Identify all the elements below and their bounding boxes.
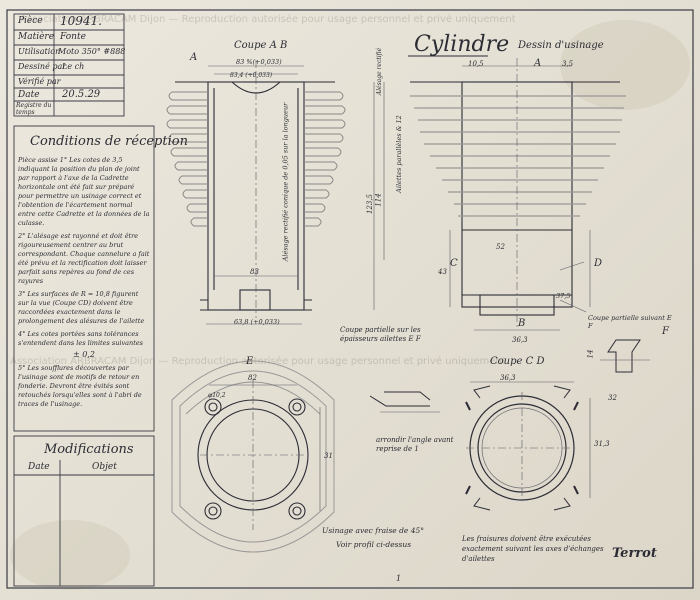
title-value-dessine: Le ch xyxy=(62,62,85,71)
coupe-ab-fins-left xyxy=(166,91,208,227)
watermark-text: Association ARBRACAM Dijon — Reproductio… xyxy=(20,14,516,25)
dim-83-top: 83 %(+0,033) xyxy=(236,58,282,66)
section-letter-a: A xyxy=(190,52,198,63)
dim-114: 114 xyxy=(374,193,383,207)
dim-83-4: 83,4 (+0,033) xyxy=(230,72,273,79)
title-label-utilisation: Utilisation xyxy=(18,47,61,56)
note-usinage-2: Voir profil ci-dessus xyxy=(336,540,412,549)
title-label-date: Date xyxy=(18,90,40,100)
page-number: 1 xyxy=(396,574,402,583)
title-label-verifie: Vérifié par xyxy=(18,77,61,86)
modifications-col-object: Objet xyxy=(92,462,117,472)
dim-123: 123,5 xyxy=(366,193,375,215)
conditions-text: Pièce assise 1° Les cotes de 3,5 indiqua… xyxy=(18,156,150,428)
paper-stain xyxy=(10,520,130,590)
condition-paragraph: 3° Les surfaces de R = 10,8 figurent sur… xyxy=(18,290,145,325)
section-letter-a-right: A xyxy=(534,58,542,69)
title-value-utilisation: Moto 350° #888 xyxy=(58,47,126,56)
dim-bolt-hole: φ10,2 xyxy=(208,392,226,399)
title-block-grid xyxy=(13,13,155,587)
coupe-partielle-ef-right xyxy=(600,339,650,373)
note-usinage: Usinage avec fraise de 45° xyxy=(322,526,425,535)
dim-37-5: 37,5 xyxy=(556,292,571,300)
section-letter-e: E xyxy=(246,356,254,367)
note-raccord: arrondir l'angle avant reprise de 1 xyxy=(376,436,454,453)
view-label-coupe-ab: Coupe A B xyxy=(234,40,288,51)
coupe-partielle-fin-detail xyxy=(369,391,440,413)
dim-36-3: 36,3 xyxy=(500,374,516,382)
dim-3-5: 3,5 xyxy=(562,60,574,68)
dim-31: 31 xyxy=(324,452,333,460)
dim-36-3-top: 36,3 xyxy=(512,336,528,344)
section-letter-c: C xyxy=(450,258,458,269)
title-value-date: 20.5.29 xyxy=(62,89,101,100)
dim-14: 14 xyxy=(586,349,595,359)
dim-10-5: 10,5 xyxy=(468,60,484,68)
conditions-heading: Conditions de réception xyxy=(30,134,188,149)
modifications-col-date: Date xyxy=(28,462,50,472)
note-ailettes: Ailettes parallèles & 12 xyxy=(394,115,403,193)
title-value-piece: 10941. xyxy=(60,14,102,28)
section-letter-f: F xyxy=(662,326,669,337)
title-value-matiere: Fonte xyxy=(60,32,86,42)
condition-paragraph: Pièce assise 1° Les cotes de 3,5 indiqua… xyxy=(18,156,150,227)
modifications-heading: Modifications xyxy=(44,442,134,457)
dim-32: 32 xyxy=(608,394,617,402)
title-label-matiere: Matière xyxy=(18,32,55,42)
title-label-registre: Registre du temps xyxy=(16,102,52,116)
dim-31-3: 31,3 xyxy=(594,440,610,448)
section-letter-d: D xyxy=(594,258,603,269)
dim-43: 43 xyxy=(438,268,447,276)
condition-paragraph: 2° L'alésage est rayonné et doit être ri… xyxy=(18,232,150,285)
view-label-coupe-cd: Coupe C D xyxy=(490,356,545,367)
drawing-title: Cylindre xyxy=(414,32,510,57)
dim-63-8: 63,8 (+0,033) xyxy=(234,318,280,326)
dim-52: 52 xyxy=(496,243,505,251)
condition-paragraph: 5° Les soufflures découvertes par l'usin… xyxy=(18,364,142,408)
view-label-coupe-partielle-ef: Coupe partielle suivant E F xyxy=(588,314,672,330)
dim-83-bottom: 83 xyxy=(250,268,259,276)
elevation-fins xyxy=(410,95,626,217)
drawing-subtitle: Dessin d'usinage xyxy=(518,40,604,51)
coupe-ab-fins-right xyxy=(304,91,346,227)
dim-82: 82 xyxy=(248,374,257,382)
note-alesage: Alésage rectifié conique de 0,05 sur la … xyxy=(281,102,290,262)
section-letter-b: B xyxy=(518,318,526,329)
condition-paragraph: 4° Les cotes portées sans tolérances s'e… xyxy=(18,330,144,347)
title-label-dessine: Dessiné par xyxy=(18,62,67,71)
elevation-view xyxy=(410,81,620,316)
title-label-piece: Pièce xyxy=(18,16,43,26)
view-label-coupe-partielle: Coupe partielle sur les épaisseurs ailet… xyxy=(340,326,421,343)
note-side: Alésage rectifié xyxy=(376,47,384,96)
signature: Terrot xyxy=(612,546,657,561)
note-fraisures: Les fraisures doivent être exécutées exa… xyxy=(462,535,604,563)
paper-stain xyxy=(560,20,690,110)
condition-tolerance: ± 0,2 xyxy=(73,350,95,359)
